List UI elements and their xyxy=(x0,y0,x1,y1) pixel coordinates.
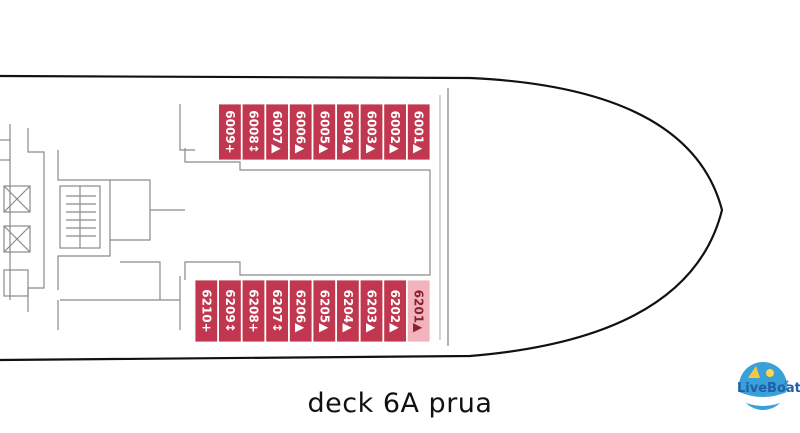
cabin-label: 6204▲ xyxy=(341,290,355,333)
cabin-label: 6207↕ xyxy=(270,289,284,332)
cabin-6002 xyxy=(383,103,407,161)
cabin-label: 6202▲ xyxy=(388,290,402,333)
cabin-label: 6206▲ xyxy=(294,290,308,333)
cabin-6208 xyxy=(241,279,266,343)
cabin-6004 xyxy=(336,103,360,161)
cabin-6210 xyxy=(194,279,219,343)
cabin-6202 xyxy=(383,279,407,343)
cabin-6207 xyxy=(265,279,289,343)
cabin-6205 xyxy=(312,279,337,343)
cabin-label: 6201▲ xyxy=(412,290,426,333)
cabin-label: 6004▲ xyxy=(341,111,355,154)
cabin-6009 xyxy=(218,103,242,161)
cabin-label: 6007▲ xyxy=(270,111,284,154)
logo-suffix: .it xyxy=(782,379,789,387)
cabin-6008 xyxy=(241,103,266,161)
cabin-label: 6009+ xyxy=(223,110,237,153)
cabin-label: 6001▲ xyxy=(412,111,426,154)
logo-text: LiveBoat xyxy=(737,381,800,396)
cabin-row-top: 6001▲ 6002▲ 6003▲ 6004▲ 6005▲ 6006▲ 6007▲ 6008↕… xyxy=(218,103,431,161)
cabin-6201 xyxy=(406,279,431,343)
cabin-label: 6208+ xyxy=(247,289,261,332)
liveboat-logo xyxy=(739,362,787,410)
cabin-label: 6002▲ xyxy=(388,111,402,154)
cabin-6204 xyxy=(336,279,360,343)
cabin-label: 6008↕ xyxy=(247,110,261,153)
cabin-6006 xyxy=(288,103,313,161)
cabin-6005 xyxy=(312,103,337,161)
cabin-label: 6006▲ xyxy=(294,111,308,154)
cabin-6001 xyxy=(406,103,431,161)
cabin-6203 xyxy=(359,279,384,343)
hull-outline xyxy=(0,74,724,362)
cabin-row-bottom: 6201▲ 6202▲ 6203▲ 6204▲ 6205▲ 6206▲ 6207↕ 6208+… xyxy=(194,279,431,343)
cabin-label: 6209↕ xyxy=(223,289,237,332)
cabin-label: 6205▲ xyxy=(317,290,331,333)
deck-title: deck 6A prua xyxy=(307,388,493,419)
cabin-6003 xyxy=(359,103,384,161)
cabin-label: 6210+ xyxy=(199,289,213,332)
cabin-label: 6005▲ xyxy=(317,111,331,154)
cabin-6206 xyxy=(288,279,313,343)
cabin-label: 6203▲ xyxy=(365,290,379,333)
cabin-label: 6003▲ xyxy=(365,111,379,154)
cabin-6209 xyxy=(218,279,242,343)
interior-walls xyxy=(0,104,431,330)
cabin-6007 xyxy=(265,103,289,161)
